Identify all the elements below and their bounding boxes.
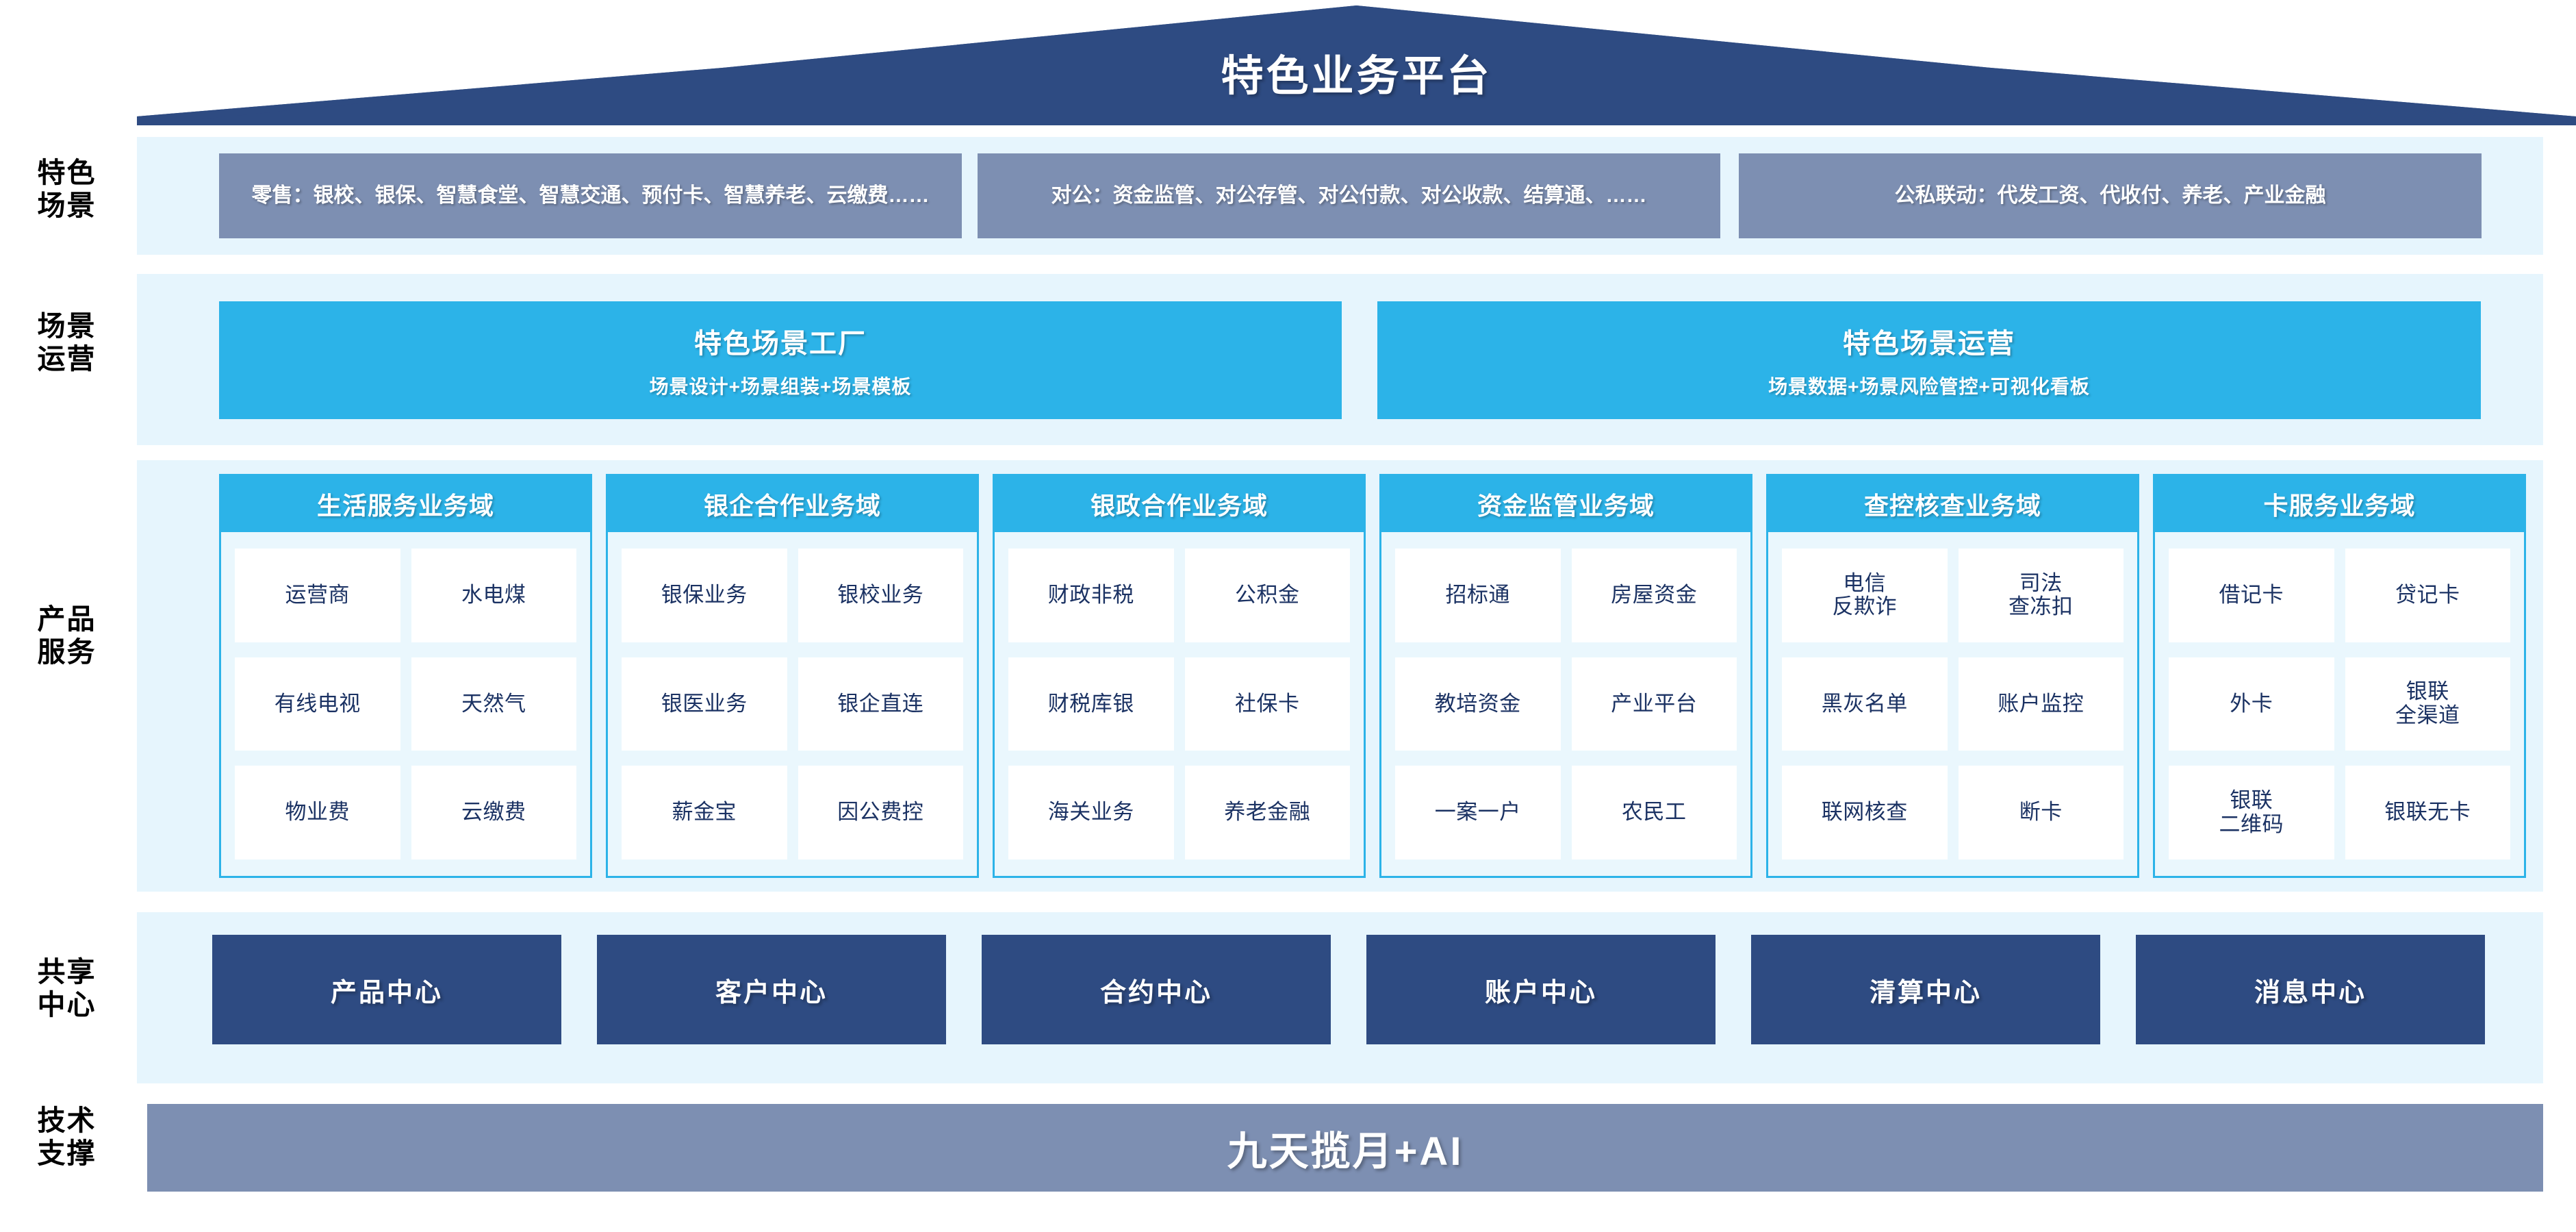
center-box-product[interactable]: 产品中心	[212, 935, 561, 1044]
domain-item[interactable]: 一案一户	[1395, 766, 1561, 859]
center-box-account[interactable]: 账户中心	[1366, 935, 1716, 1044]
domain-title: 银企合作业务域	[608, 476, 977, 532]
domain-item[interactable]: 借记卡	[2169, 549, 2334, 642]
center-box-message[interactable]: 消息中心	[2136, 935, 2485, 1044]
scene-box-corporate[interactable]: 对公：资金监管、对公存管、对公付款、对公收款、结算通、……	[978, 153, 1720, 238]
ops-title-scene-operation: 特色场景运营	[1843, 329, 2015, 359]
center-box-clearing[interactable]: 清算中心	[1751, 935, 2100, 1044]
center-box-contract[interactable]: 合约中心	[982, 935, 1331, 1044]
domain-item[interactable]: 水电煤	[411, 549, 576, 642]
roof-shape-icon	[137, 5, 2576, 125]
domain-item[interactable]: 银联 全渠道	[2345, 657, 2510, 751]
row-label-center: 共享 中心	[37, 956, 97, 1021]
row-label-operation: 场景 运营	[37, 310, 97, 375]
domain-item[interactable]: 贷记卡	[2345, 549, 2510, 642]
domain-item[interactable]: 云缴费	[411, 766, 576, 859]
domain-column-card-service[interactable]: 卡服务业务域 借记卡 贷记卡 外卡 银联 全渠道 银联 二维码 银联无卡	[2153, 474, 2526, 878]
domain-item-grid: 招标通 房屋资金 教培资金 产业平台 一案一户 农民工	[1381, 532, 1750, 876]
domain-item[interactable]: 银保业务	[622, 549, 787, 642]
domain-item[interactable]: 薪金宝	[622, 766, 787, 859]
domain-item[interactable]: 招标通	[1395, 549, 1561, 642]
scene-box-retail[interactable]: 零售：银校、银保、智慧食堂、智慧交通、预付卡、智慧养老、云缴费……	[219, 153, 962, 238]
domain-item[interactable]: 外卡	[2169, 657, 2334, 751]
domain-item[interactable]: 联网核查	[1782, 766, 1948, 859]
domain-item[interactable]: 银企直连	[798, 657, 963, 751]
domain-item[interactable]: 财政非税	[1008, 549, 1174, 642]
domain-item[interactable]: 账户监控	[1958, 657, 2124, 751]
ops-box-scene-operation[interactable]: 特色场景运营 场景数据+场景风险管控+可视化看板	[1377, 301, 2481, 419]
domain-item-grid: 财政非税 公积金 财税库银 社保卡 海关业务 养老金融	[995, 532, 1364, 876]
domain-column-bank-government[interactable]: 银政合作业务域 财政非税 公积金 财税库银 社保卡 海关业务 养老金融	[993, 474, 1366, 878]
domain-item-grid: 运营商 水电煤 有线电视 天然气 物业费 云缴费	[221, 532, 590, 876]
domain-item[interactable]: 运营商	[235, 549, 400, 642]
domain-item[interactable]: 财税库银	[1008, 657, 1174, 751]
domain-item[interactable]: 公积金	[1184, 549, 1350, 642]
domain-item[interactable]: 电信 反欺诈	[1782, 549, 1948, 642]
domain-item[interactable]: 有线电视	[235, 657, 400, 751]
domain-column-investigation-control[interactable]: 查控核查业务域 电信 反欺诈 司法 查冻扣 黑灰名单 账户监控 联网核查 断卡	[1766, 474, 2139, 878]
platform-roof-banner: 特色业务平台	[137, 5, 2576, 125]
domain-item-grid: 借记卡 贷记卡 外卡 银联 全渠道 银联 二维码 银联无卡	[2155, 532, 2524, 876]
ops-subtitle-scene-operation: 场景数据+场景风险管控+可视化看板	[1768, 376, 2090, 397]
ops-title-scene-factory: 特色场景工厂	[694, 329, 867, 359]
scene-box-linkage[interactable]: 公私联动：代发工资、代收付、养老、产业金融	[1739, 153, 2482, 238]
domain-title: 资金监管业务域	[1381, 476, 1750, 532]
domain-item[interactable]: 银联 二维码	[2169, 766, 2334, 859]
domain-item-grid: 电信 反欺诈 司法 查冻扣 黑灰名单 账户监控 联网核查 断卡	[1768, 532, 2137, 876]
domain-item[interactable]: 银校业务	[798, 549, 963, 642]
ops-box-scene-factory[interactable]: 特色场景工厂 场景设计+场景组装+场景模板	[219, 301, 1342, 419]
row-label-scene: 特色 场景	[37, 157, 97, 222]
domain-item[interactable]: 银联无卡	[2345, 766, 2510, 859]
domain-item[interactable]: 黑灰名单	[1782, 657, 1948, 751]
domain-title: 查控核查业务域	[1768, 476, 2137, 532]
domain-item[interactable]: 海关业务	[1008, 766, 1174, 859]
domain-item[interactable]: 天然气	[411, 657, 576, 751]
domain-item[interactable]: 房屋资金	[1571, 549, 1737, 642]
center-box-customer[interactable]: 客户中心	[597, 935, 946, 1044]
ops-subtitle-scene-factory: 场景设计+场景组装+场景模板	[649, 376, 912, 397]
row-label-tech: 技术 支撑	[37, 1105, 97, 1170]
domain-item[interactable]: 养老金融	[1184, 766, 1350, 859]
domain-column-bank-enterprise[interactable]: 银企合作业务域 银保业务 银校业务 银医业务 银企直连 薪金宝 因公费控	[606, 474, 979, 878]
row-label-product: 产品 服务	[37, 603, 97, 668]
domain-item[interactable]: 银医业务	[622, 657, 787, 751]
domain-item[interactable]: 司法 查冻扣	[1958, 549, 2124, 642]
domain-item[interactable]: 因公费控	[798, 766, 963, 859]
domain-item[interactable]: 农民工	[1571, 766, 1737, 859]
domain-title: 银政合作业务域	[995, 476, 1364, 532]
domain-item[interactable]: 物业费	[235, 766, 400, 859]
domain-column-life-service[interactable]: 生活服务业务域 运营商 水电煤 有线电视 天然气 物业费 云缴费	[219, 474, 592, 878]
domain-item[interactable]: 社保卡	[1184, 657, 1350, 751]
domain-title: 卡服务业务域	[2155, 476, 2524, 532]
domain-item-grid: 银保业务 银校业务 银医业务 银企直连 薪金宝 因公费控	[608, 532, 977, 876]
tech-support-bar[interactable]: 九天揽月+AI	[147, 1104, 2543, 1192]
domain-title: 生活服务业务域	[221, 476, 590, 532]
domain-item[interactable]: 产业平台	[1571, 657, 1737, 751]
domain-item[interactable]: 教培资金	[1395, 657, 1561, 751]
domain-column-fund-supervision[interactable]: 资金监管业务域 招标通 房屋资金 教培资金 产业平台 一案一户 农民工	[1379, 474, 1752, 878]
domain-item[interactable]: 断卡	[1958, 766, 2124, 859]
